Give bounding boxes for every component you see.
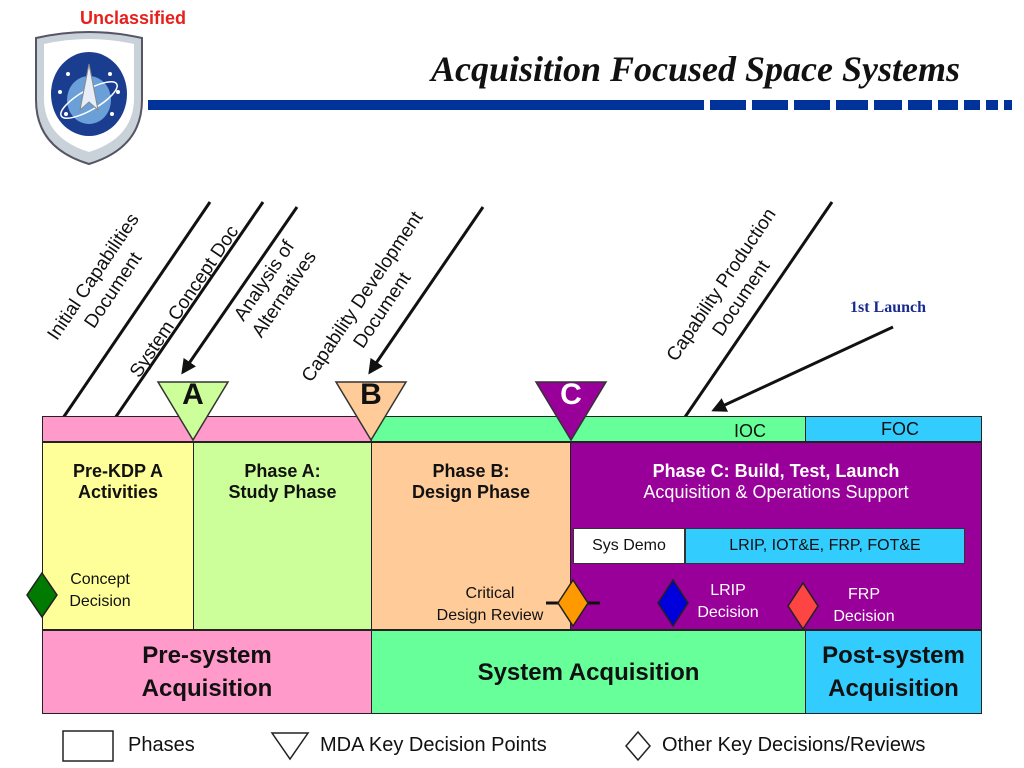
arrow-cpd: [670, 201, 834, 439]
first-launch-label: 1st Launch: [850, 299, 927, 316]
arrow-cdd: [368, 206, 485, 375]
milestone-c-triangle: [534, 381, 608, 442]
header-rule-dash: [986, 100, 998, 110]
legend-mda-label: MDA Key Decision Points: [320, 734, 547, 756]
header-rule-dash: [938, 100, 958, 110]
top-band-pre: [42, 416, 372, 442]
classification-label: Unclassified: [80, 8, 187, 28]
phase-a: Phase A:Study Phase: [193, 442, 372, 630]
header-rule-dash: [1004, 100, 1012, 110]
lrip-decision-diamond: [657, 578, 689, 628]
milestone-a-triangle: [156, 381, 230, 442]
arrow-icd: [46, 201, 212, 443]
testing-box: LRIP, IOT&E, FRP, FOT&E: [685, 528, 965, 564]
header-rule: [148, 100, 668, 110]
milestone-a-label: A: [182, 378, 204, 411]
milestone-c-label: C: [560, 378, 582, 411]
header-rule-dash: [752, 100, 788, 110]
header-rule-dash: [710, 100, 746, 110]
sys-demo-box: Sys Demo: [573, 528, 685, 564]
legend-triangle-icon: [270, 732, 310, 761]
arrow-scd: [98, 201, 265, 443]
legend-other-label: Other Key Decisions/Reviews: [662, 734, 926, 756]
header-rule-dash: [908, 100, 932, 110]
phase-b: Phase B:Design Phase: [371, 442, 571, 630]
air-force-space-command-logo: [35, 31, 143, 166]
legend-diamond-icon: [625, 730, 651, 762]
page-title: Acquisition Focused Space Systems: [430, 49, 960, 89]
top-band-system: [371, 416, 806, 442]
legend-phases-label: Phases: [128, 734, 195, 756]
cdr-diamond: [557, 578, 589, 628]
legend-phase-box-icon: [62, 730, 114, 762]
header-rule-dash: [668, 100, 704, 110]
header-rule-dash: [794, 100, 830, 110]
foc-label: FOC: [881, 419, 919, 439]
frp-decision-diamond: [787, 581, 819, 631]
header-rule-dashes: [668, 100, 1012, 110]
milestone-b-triangle: [334, 381, 408, 442]
arrow-first-launch: [711, 325, 894, 412]
header-rule-dash: [964, 100, 980, 110]
header-rule-dash: [836, 100, 868, 110]
ioc-label: IOC: [733, 421, 766, 441]
header-rule-dash: [874, 100, 902, 110]
arrow-aoa: [181, 206, 299, 375]
top-band-post: [805, 416, 982, 442]
concept-decision-diamond: [26, 571, 58, 619]
milestone-b-label: B: [360, 378, 382, 411]
stage-system-acquisition: System Acquisition: [371, 630, 806, 714]
